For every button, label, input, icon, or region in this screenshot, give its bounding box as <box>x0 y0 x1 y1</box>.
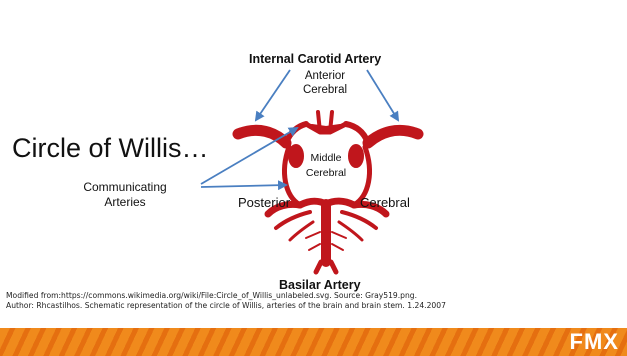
label-basilar-artery: Basilar Artery <box>279 278 361 292</box>
caption-line-2: Author: Rhcastilhos. Schematic represent… <box>6 301 618 311</box>
label-communicating-line1: Communicating <box>70 180 180 195</box>
label-cerebral: Cerebral <box>360 195 410 210</box>
label-posterior: Posterior <box>238 195 290 210</box>
source-caption: Modified from:https://commons.wikimedia.… <box>6 291 618 311</box>
label-communicating-line2: Arteries <box>70 195 180 210</box>
label-middle-line1: Middle <box>300 151 352 166</box>
arrow-carotid-right <box>367 70 398 120</box>
footer-bar: FMX <box>0 328 627 356</box>
label-internal-carotid: Internal Carotid Artery <box>249 52 381 66</box>
caption-line-1: Modified from:https://commons.wikimedia.… <box>6 291 618 301</box>
label-anterior-line1: Anterior <box>280 69 370 83</box>
label-communicating-arteries: Communicating Arteries <box>70 180 180 210</box>
label-anterior-cerebral: Anterior Cerebral <box>280 69 370 97</box>
label-middle-cerebral: Middle Cerebral <box>300 151 352 181</box>
arrow-communicating-posterior <box>201 185 286 187</box>
label-middle-line2: Cerebral <box>300 166 352 181</box>
artery-illustration <box>238 112 418 272</box>
fmx-logo: FMX <box>570 328 619 356</box>
label-anterior-line2: Cerebral <box>280 83 370 97</box>
